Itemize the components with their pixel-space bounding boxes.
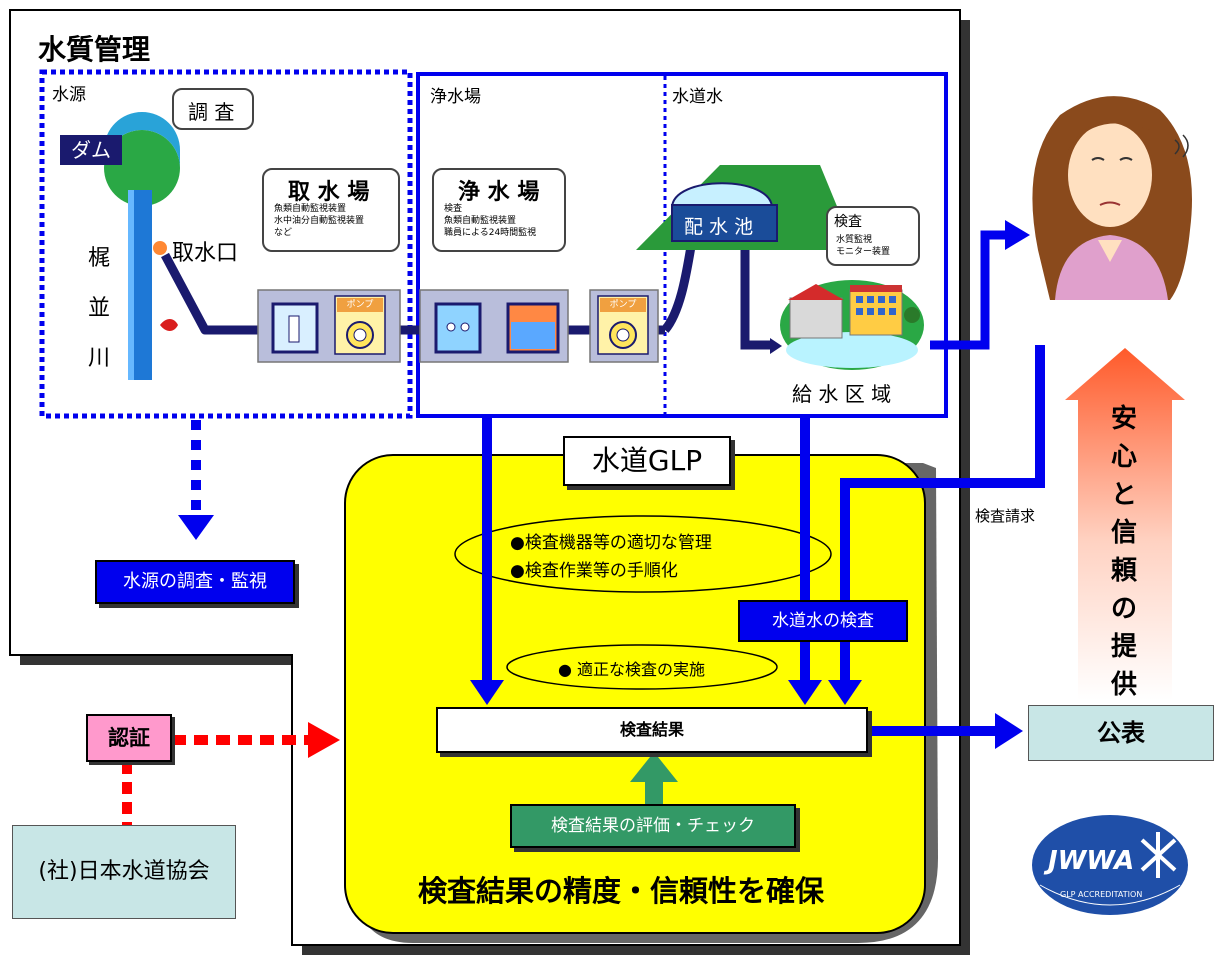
source-monitor-box: 水源の調査・監視 [95, 560, 295, 604]
intake-title: 取 水 場 [288, 180, 370, 205]
intake-dot [153, 241, 167, 255]
pump-label-1: ポンプ [337, 298, 383, 312]
pipe-intake [161, 252, 265, 335]
survey-bubble: 調 査 [172, 88, 254, 130]
glp-title: 水道GLP [563, 436, 731, 486]
dam-label: ダム [60, 135, 122, 165]
plant-bubble: 浄 水 場 検査 魚類自動監視装置 職員による24時間監視 [432, 168, 566, 252]
supply-area-label: 給 水 区 域 [792, 382, 892, 406]
source-zone-box [39, 69, 413, 419]
supply-title: 検査 [834, 214, 862, 230]
logo-main-text: JWWA [1048, 846, 1135, 876]
intake-line-3: など [274, 228, 293, 238]
evaluation-arrow [630, 752, 678, 782]
intake-line-2: 水中油分自動監視装置 [274, 216, 365, 226]
page-title: 水質管理 [38, 33, 151, 66]
plant-line-1: 検査 [444, 204, 463, 214]
glp-points-ellipse [454, 515, 832, 593]
intake-mouth-label: 取水口 [172, 241, 239, 266]
supply-person-arrow [930, 230, 1010, 350]
intake-line-1: 魚類自動監視装置 [274, 204, 347, 214]
jwwa-logo [1032, 815, 1188, 915]
arrow-tap-results [788, 680, 822, 705]
dam-hill [104, 130, 180, 206]
plant-line-3: 職員による24時間監視 [444, 228, 537, 238]
proper-inspection-label: ● 適正な検査の実施 [558, 660, 706, 679]
supply-line-2: モニター装置 [836, 247, 891, 257]
logo-ring-text: GLP ACCREDITATION [1060, 890, 1143, 899]
trust-char-1: 安 [1111, 404, 1138, 434]
trust-char-5: 頼 [1111, 556, 1138, 586]
river-char-2: 並 [88, 296, 111, 321]
intake-bubble: 取 水 場 魚類自動監視装置 水中油分自動監視装置 など [262, 168, 400, 252]
trust-char-3: と [1111, 480, 1138, 510]
reservoir-tank [671, 204, 778, 242]
arrow-plant-results [470, 680, 504, 705]
trust-char-7: 提 [1111, 632, 1138, 662]
tap-inspection-box: 水道水の検査 [738, 600, 908, 642]
zone-label-tap: 水道水 [672, 87, 723, 107]
inspection-request-label: 検査請求 [975, 507, 1036, 525]
certification-box: 認証 [86, 714, 172, 762]
reservoir-label: 配 水 池 [684, 216, 754, 238]
pipe-to-supply [740, 235, 770, 350]
supply-line-1: 水質監視 [836, 235, 873, 245]
glp-point-2: ●検査作業等の手順化 [510, 561, 678, 581]
trust-char-2: 心 [1111, 442, 1138, 472]
glp-point-1: ●検査機器等の適切な管理 [510, 533, 712, 553]
survey-text: 調 査 [188, 100, 235, 124]
pump-label-2: ポンプ [600, 298, 646, 312]
plant-line-2: 魚類自動監視装置 [444, 216, 517, 226]
results-box: 検査結果 [436, 707, 868, 753]
zone-label-source: 水源 [52, 85, 86, 105]
publish-box: 公表 [1028, 705, 1214, 761]
trust-char-8: 供 [1111, 670, 1138, 700]
trust-char-4: 信 [1111, 518, 1138, 548]
river-char-1: 梶 [88, 246, 111, 271]
plant-zone-box [416, 72, 948, 418]
inspection-request-line [840, 345, 1045, 685]
trust-char-6: の [1111, 594, 1138, 624]
trust-arrow [1065, 348, 1185, 700]
glp-footer: 検査結果の精度・信頼性を確保 [418, 874, 825, 908]
river-char-3: 川 [88, 346, 111, 371]
zone-label-plant: 浄水場 [430, 87, 481, 107]
proper-inspection-ellipse [506, 644, 778, 690]
plant-title: 浄 水 場 [458, 180, 540, 205]
association-box: (社)日本水道協会 [12, 825, 236, 919]
evaluation-box: 検査結果の評価・チェック [510, 804, 796, 848]
resident-illustration [1032, 96, 1192, 301]
supply-bubble: 検査 水質監視 モニター装置 [826, 206, 920, 266]
fish-icon [160, 319, 178, 331]
